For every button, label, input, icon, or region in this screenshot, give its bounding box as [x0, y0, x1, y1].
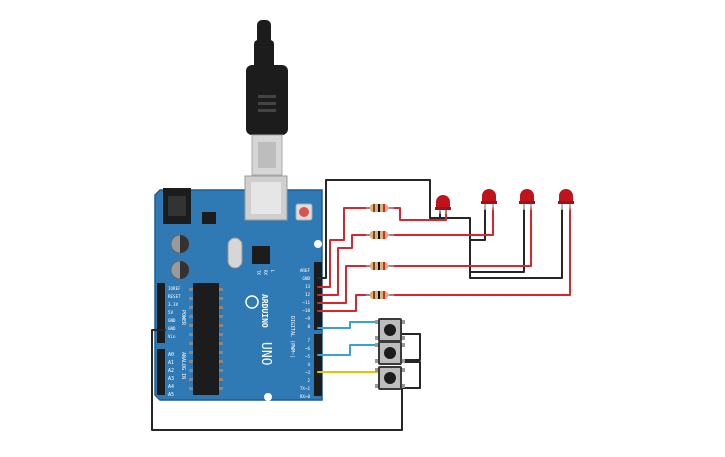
analog-pin-a4: A4 — [168, 384, 174, 390]
resistor-1[interactable] — [366, 204, 394, 212]
analog-pin-a2: A2 — [168, 368, 174, 374]
atmega-chip — [193, 283, 219, 395]
pin-3: ~3 — [305, 370, 311, 375]
analog-pin-a3: A3 — [168, 376, 174, 382]
leds — [435, 189, 574, 214]
usb-cable[interactable] — [246, 20, 288, 176]
pin-4: 4 — [307, 362, 310, 367]
digital-header-label: DIGITAL (PWM~) — [289, 316, 295, 358]
resistor-3[interactable] — [366, 262, 394, 270]
rx-led-label: RX — [263, 270, 268, 275]
pushbutton-3[interactable] — [375, 366, 405, 390]
pin-13: 13 — [305, 284, 311, 289]
pin-aref: AREF — [300, 268, 311, 273]
pin-11: ~11 — [302, 300, 310, 305]
pin-6: ~6 — [305, 346, 311, 351]
wire-button-gnd[interactable] — [151, 329, 403, 431]
analog-pin-a5: A5 — [168, 392, 174, 398]
led-2[interactable] — [481, 189, 497, 210]
pin-5: ~5 — [305, 354, 311, 359]
power-pin-ioref: IOREF — [168, 286, 181, 291]
pin-1: TX→1 — [300, 386, 311, 391]
tx-led-label: TX — [256, 270, 261, 275]
pushbutton-2[interactable] — [375, 341, 405, 365]
wire-pin12[interactable] — [317, 234, 373, 296]
resistors — [366, 204, 394, 299]
wire-pin11[interactable] — [317, 265, 373, 304]
pin-12: 12 — [305, 292, 311, 297]
power-pin-gnd1: GND — [168, 318, 176, 323]
wire-r2-led2[interactable] — [389, 207, 494, 236]
wires — [151, 179, 571, 431]
analog-pin-a1: A1 — [168, 360, 174, 366]
pushbuttons — [375, 318, 405, 390]
pin-gnd: GND — [302, 276, 310, 281]
wire-button-link2[interactable] — [401, 361, 421, 389]
digital-header-bottom — [314, 334, 322, 396]
resistor-4[interactable] — [366, 291, 394, 299]
led-4[interactable] — [558, 189, 574, 210]
arduino-board[interactable]: TX RX L ARDUINO UNO IOREF RESET 3.3V 5V … — [154, 175, 323, 401]
wire-button-link1[interactable] — [399, 333, 421, 361]
power-header — [157, 283, 165, 343]
pin-8: 8 — [307, 324, 310, 329]
l-led-label: L — [270, 270, 275, 273]
led-3[interactable] — [519, 189, 535, 210]
power-pin-vin: Vin — [168, 334, 176, 339]
led-1[interactable] — [435, 195, 451, 214]
model-label: UNO — [258, 342, 273, 366]
wire-r1-led1[interactable] — [389, 207, 447, 221]
power-header-label: POWER — [180, 310, 186, 326]
wire-r4-led4[interactable] — [389, 207, 571, 296]
pin-7: 7 — [307, 338, 310, 343]
resistor-2[interactable] — [366, 231, 394, 239]
analog-header-label: ANALOG IN — [180, 352, 186, 379]
pin-2: 2 — [307, 378, 310, 383]
wire-gnd-led4[interactable] — [469, 209, 563, 279]
power-pin-5v: 5V — [168, 310, 174, 315]
power-pin-3v3: 3.3V — [168, 302, 179, 307]
wire-pin10[interactable] — [317, 294, 373, 312]
pushbutton-1[interactable] — [375, 318, 405, 342]
analog-header — [157, 349, 165, 395]
pin-0: RX←0 — [300, 394, 311, 399]
wire-pin13[interactable] — [317, 207, 373, 288]
brand-label: ARDUINO — [260, 294, 269, 328]
pin-9: ~9 — [305, 316, 311, 321]
wire-pin5-button2[interactable] — [317, 344, 381, 356]
power-pin-gnd2: GND — [168, 326, 176, 331]
pin-10: ~10 — [302, 308, 310, 313]
wire-pin8-button1[interactable] — [317, 321, 381, 329]
wire-r3-led3[interactable] — [389, 207, 532, 267]
analog-pin-a0: A0 — [168, 352, 174, 358]
wire-gnd-led3[interactable] — [469, 209, 525, 273]
power-pin-reset: RESET — [168, 294, 181, 299]
